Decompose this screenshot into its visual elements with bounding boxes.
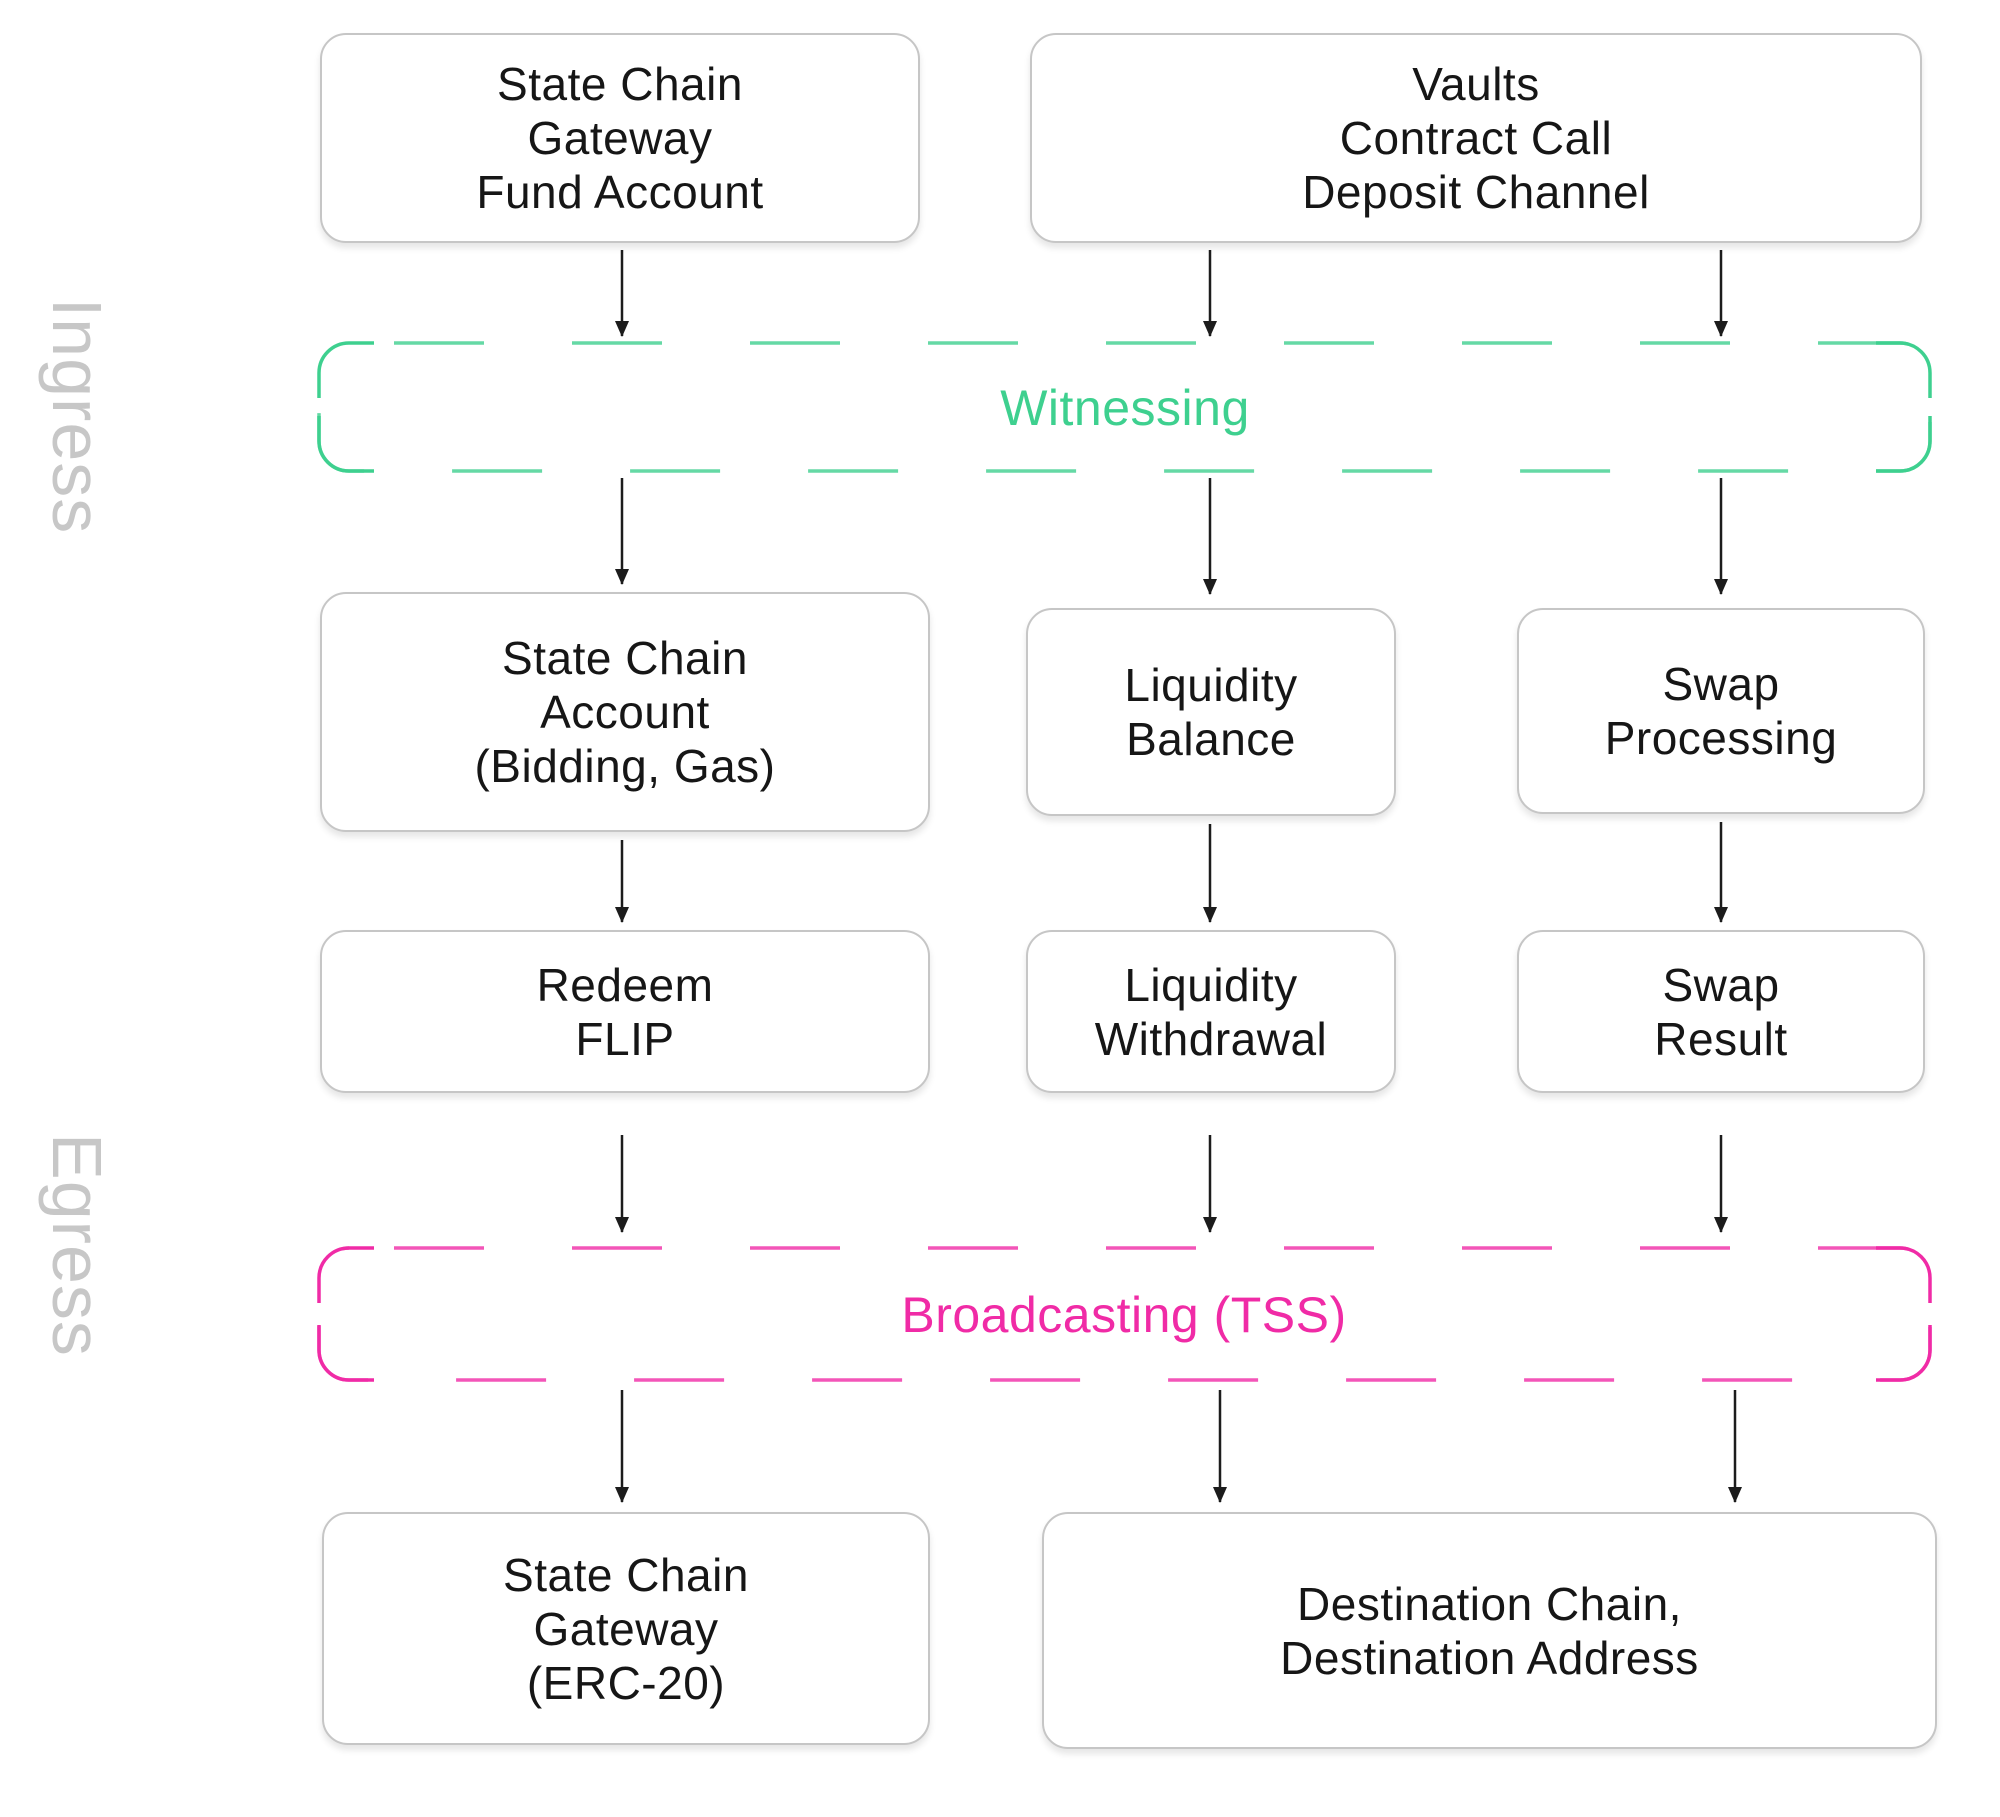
node-label: Redeem FLIP xyxy=(536,958,714,1065)
node-label: Vaults Contract Call Deposit Channel xyxy=(1302,58,1650,218)
node-label: State Chain Gateway (ERC-20) xyxy=(503,1548,749,1709)
node-swap-result: Swap Result xyxy=(1517,930,1925,1093)
ingress-label: Ingress xyxy=(38,297,116,535)
node-redeem-flip: Redeem FLIP xyxy=(320,930,930,1093)
node-destination-chain-address: Destination Chain, Destination Address xyxy=(1042,1512,1937,1749)
node-label: State Chain Account (Bidding, Gas) xyxy=(474,632,776,792)
broadcasting-band-border xyxy=(317,1246,1932,1382)
node-swap-processing: Swap Processing xyxy=(1517,608,1925,814)
witnessing-label: Witnessing xyxy=(1000,380,1250,436)
node-state-chain-gateway-fund-account: State Chain Gateway Fund Account xyxy=(320,33,920,243)
flow-arrows xyxy=(615,250,1742,1503)
egress-label: Egress xyxy=(38,1133,116,1357)
node-label: Liquidity Withdrawal xyxy=(1094,958,1328,1065)
witnessing-band-border xyxy=(317,341,1932,473)
node-state-chain-gateway-erc20: State Chain Gateway (ERC-20) xyxy=(322,1512,930,1745)
broadcasting-label: Broadcasting (TSS) xyxy=(901,1287,1347,1343)
node-liquidity-withdrawal: Liquidity Withdrawal xyxy=(1026,930,1396,1093)
node-liquidity-balance: Liquidity Balance xyxy=(1026,608,1396,816)
node-label: State Chain Gateway Fund Account xyxy=(476,58,764,218)
node-label: Liquidity Balance xyxy=(1124,659,1298,765)
node-label: Swap Processing xyxy=(1604,658,1838,764)
node-label: Swap Result xyxy=(1654,958,1788,1065)
node-vaults-contract-call-deposit-channel: Vaults Contract Call Deposit Channel xyxy=(1030,33,1922,243)
node-label: Destination Chain, Destination Address xyxy=(1280,1577,1699,1684)
node-state-chain-account: State Chain Account (Bidding, Gas) xyxy=(320,592,930,832)
